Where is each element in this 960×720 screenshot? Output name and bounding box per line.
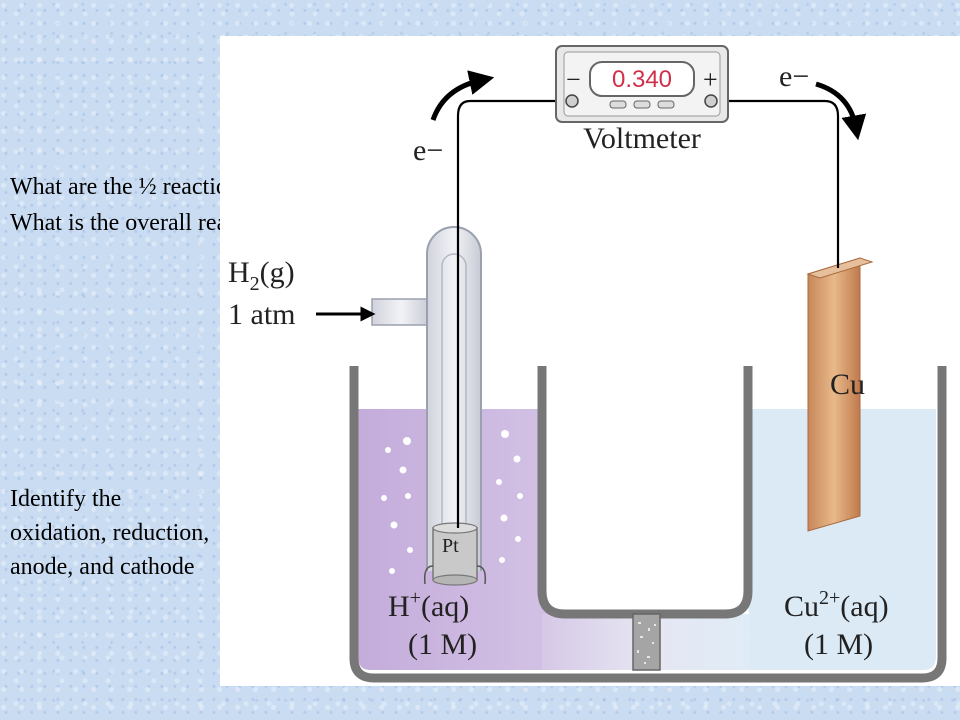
copper-label: Cu	[830, 368, 865, 401]
voltmeter-label: Voltmeter	[583, 122, 701, 155]
positive-terminal	[704, 94, 718, 108]
voltmeter-minus: −	[566, 65, 581, 94]
hydrogen-pressure-label: 1 atm	[228, 298, 296, 331]
right-electron-arrow	[815, 81, 867, 141]
question-identify: Identify the oxidation, reduction, anode…	[10, 482, 209, 584]
left-electron-label: e−	[413, 134, 443, 167]
hydrogen-gas-subscript: 2	[250, 273, 260, 295]
right-wire	[712, 99, 840, 268]
right-concentration-label: (1 M)	[804, 628, 873, 661]
salt-bridge-plug	[632, 613, 661, 671]
identify-line-1: Identify the	[10, 486, 122, 512]
hydrogen-gas-symbol: H	[228, 256, 250, 289]
platinum-electrode	[432, 527, 478, 581]
hydrogen-gas-state: (g)	[260, 256, 295, 289]
identify-line-2: oxidation, reduction,	[10, 520, 210, 546]
left-electron-arrow	[430, 70, 495, 121]
right-ion-label: Cu2+(aq)	[784, 587, 889, 623]
left-wire	[456, 99, 571, 528]
right-solution	[748, 409, 936, 670]
platinum-label: Pt	[442, 535, 459, 557]
right-ion-state: (aq)	[840, 590, 888, 623]
voltmeter-plus: +	[703, 65, 718, 94]
hydrogen-tube	[426, 226, 482, 571]
hydrogen-gas-label: H2(g)	[228, 256, 295, 295]
gas-inlet-arm	[371, 298, 431, 326]
voltmeter-reading: 0.340	[612, 66, 672, 93]
left-concentration-label: (1 M)	[408, 628, 477, 661]
right-ion-symbol: Cu	[784, 590, 819, 623]
left-ion-label: H+(aq)	[388, 587, 469, 623]
galvanic-cell-diagram: Pt Cu e− e− 0.340	[220, 36, 960, 686]
plug-texture	[637, 622, 656, 664]
left-ion-symbol: H	[388, 590, 410, 623]
right-ion-charge: 2+	[819, 587, 840, 609]
identify-line-3: anode, and cathode	[10, 554, 195, 580]
question-half-reactions: What are the ½ reactions?	[10, 174, 260, 200]
left-ion-charge: +	[410, 587, 421, 609]
hydrogen-bubbles	[381, 430, 523, 574]
right-electron-label: e−	[779, 60, 809, 93]
left-ion-state: (aq)	[421, 590, 469, 623]
voltmeter-display	[589, 61, 695, 97]
voltmeter: 0.340 − +	[555, 45, 729, 123]
inner-tube	[441, 253, 467, 556]
outer-beaker	[349, 366, 947, 683]
negative-terminal	[565, 94, 579, 108]
